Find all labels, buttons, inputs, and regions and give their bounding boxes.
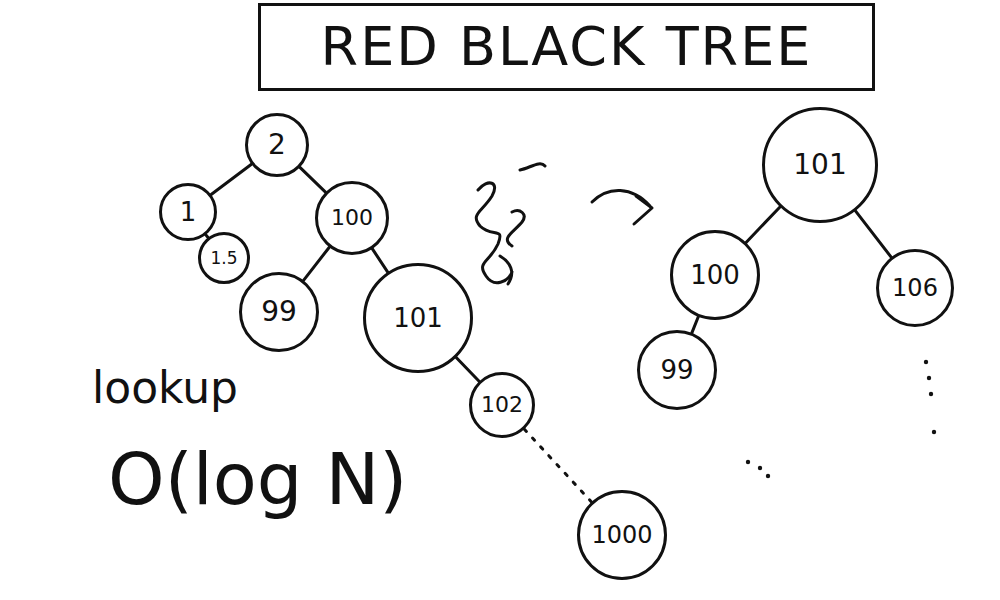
- node-value: 1.5: [210, 249, 237, 268]
- tree-edge: [855, 211, 891, 257]
- transform-arrow: [592, 190, 652, 224]
- tree-node: 101: [762, 107, 878, 223]
- tree-node: 101: [363, 263, 473, 373]
- node-value: 2: [268, 130, 286, 161]
- tree-node: 99: [637, 330, 717, 410]
- tree-node: 2: [245, 113, 309, 177]
- node-value: 101: [393, 304, 443, 333]
- scribble: [476, 164, 545, 284]
- node-value: 99: [261, 297, 297, 328]
- continuation-dots: [746, 360, 936, 478]
- tree-node: 99: [239, 272, 319, 352]
- tree-node: 1: [159, 183, 217, 241]
- node-value: 1: [180, 198, 197, 227]
- node-value: 100: [331, 206, 373, 230]
- title-box: RED BLACK TREE: [258, 3, 875, 91]
- note-text: lookup: [92, 364, 238, 412]
- tree-node: 102: [469, 372, 535, 438]
- title-text: RED BLACK TREE: [321, 17, 813, 76]
- tree-node: 1.5: [198, 232, 250, 284]
- node-value: 99: [660, 356, 693, 385]
- node-value: 106: [892, 275, 938, 301]
- node-value: 102: [481, 393, 523, 417]
- tree-node: 100: [315, 181, 389, 255]
- node-value: 1000: [591, 522, 652, 548]
- tree-edge: [524, 429, 591, 502]
- tree-node: 106: [876, 249, 954, 327]
- tree-edge: [300, 167, 326, 192]
- complexity-text: O(log N): [108, 440, 407, 519]
- tree-edge: [456, 358, 479, 382]
- tree-edge: [692, 317, 698, 333]
- tree-edge: [211, 164, 251, 194]
- tree-node: 100: [670, 230, 760, 320]
- node-value: 100: [690, 261, 740, 290]
- node-value: 101: [793, 150, 846, 181]
- tree-edge: [746, 207, 780, 242]
- tree-edge: [206, 235, 208, 238]
- tree-edge: [372, 249, 387, 272]
- tree-edge: [304, 247, 330, 280]
- tree-node: 1000: [577, 490, 667, 580]
